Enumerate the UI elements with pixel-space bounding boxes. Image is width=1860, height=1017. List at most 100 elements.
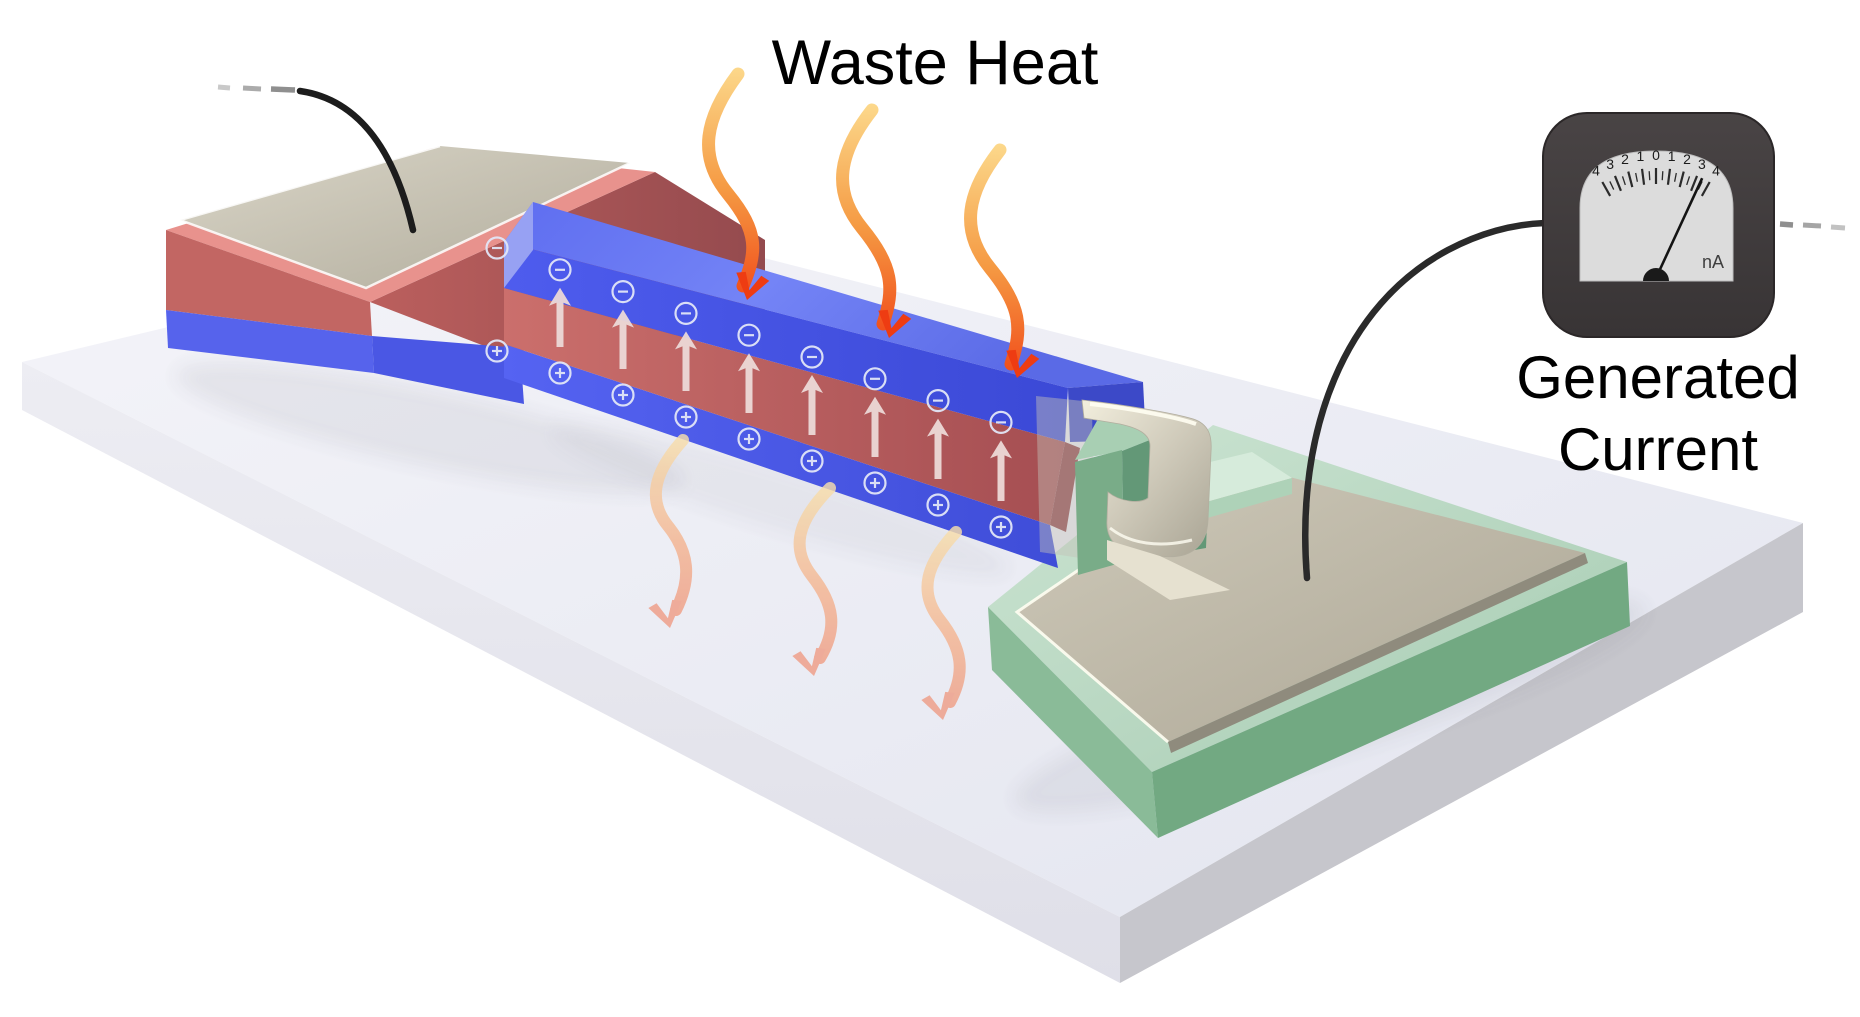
generated-current-line1: Generated xyxy=(1516,344,1800,411)
pad-front-right-face xyxy=(1152,562,1630,838)
charge-negative-circle xyxy=(989,410,1013,434)
wire-left-dash-2 xyxy=(242,85,262,92)
active-layer-front xyxy=(504,288,1065,525)
charge-negative-circle xyxy=(926,389,950,413)
generated-current-label: Generated Current xyxy=(1516,342,1800,486)
charge-positive-icon xyxy=(674,405,698,429)
polarization-up-arrow xyxy=(738,353,760,413)
charge-negative-circle xyxy=(674,301,698,325)
active-beam xyxy=(504,202,1146,568)
charge-positive-circle xyxy=(548,361,572,385)
meter-major-tick xyxy=(1666,168,1672,185)
meter-major-tick xyxy=(1613,175,1622,192)
left-plate-specular-edge xyxy=(175,144,631,290)
charge-negative-icon xyxy=(989,410,1013,434)
charge-positive-circle xyxy=(674,405,698,429)
charge-negative-circle xyxy=(863,367,887,391)
transmitted-heat-arrowhead-icon xyxy=(648,599,682,628)
waste-heat-wave xyxy=(702,67,760,293)
waste-heat-wave xyxy=(964,143,1025,371)
meter-needle xyxy=(1654,177,1704,279)
meter-scale-number: 1 xyxy=(1668,148,1676,164)
wire-right xyxy=(1302,219,1846,582)
meter-minor-tick xyxy=(1661,171,1664,181)
meter-major-tick xyxy=(1690,175,1699,192)
charge-positive-circle xyxy=(863,471,887,495)
meter-major-tick xyxy=(1678,171,1685,188)
wire-right-dash-3 xyxy=(1830,224,1846,231)
transmitted-heat-wave xyxy=(793,482,838,664)
waste-heat-arrowhead-icon xyxy=(878,309,912,338)
charge-negative-icon xyxy=(863,367,887,391)
top-electrode-top-face xyxy=(504,202,1143,388)
pad-tray-front xyxy=(1185,478,1292,524)
charge-positive-icon xyxy=(800,449,824,473)
waste-heat-arrowhead-icon xyxy=(1006,349,1040,378)
waste-heat-title: Waste Heat xyxy=(771,28,1099,98)
charge-negative-circle xyxy=(485,236,509,260)
active-layer-end-face xyxy=(1050,442,1080,532)
meter-scale-number: 1 xyxy=(1636,148,1644,164)
polarization-up-arrow xyxy=(801,375,823,435)
meter-minor-tick xyxy=(1609,181,1615,190)
polarization-up-arrow xyxy=(549,287,571,347)
generated-current-line2: Current xyxy=(1557,416,1759,483)
transmitted-heat-arrow xyxy=(921,526,966,720)
wire-left-cable xyxy=(296,87,417,234)
charge-positive-icon xyxy=(989,515,1013,539)
meter-scale-number: 2 xyxy=(1621,151,1629,167)
meter-minor-tick xyxy=(1621,176,1626,186)
charge-positive-icon xyxy=(611,383,635,407)
meter-major-tick xyxy=(1627,171,1634,188)
meter-scale-number: 3 xyxy=(1698,156,1706,172)
charge-negative-icon xyxy=(800,345,824,369)
charge-positive-icon xyxy=(926,493,950,517)
polarization-arrows xyxy=(549,287,1012,501)
charge-positive-icon xyxy=(548,361,572,385)
substrate-front-left-face xyxy=(22,362,1120,983)
charge-positive-icon xyxy=(737,427,761,451)
charge-negative-icon xyxy=(926,389,950,413)
charge-plus-row xyxy=(485,339,1013,539)
transmitted-heat-arrows xyxy=(648,434,966,720)
meter-minor-tick xyxy=(1635,172,1639,182)
top-electrode-front-face xyxy=(504,242,1068,442)
charge-positive-icon xyxy=(485,339,509,363)
charge-negative-icon xyxy=(485,236,509,260)
charge-positive-circle xyxy=(485,339,509,363)
transmitted-heat-wave xyxy=(921,526,966,708)
wire-right-dash-2 xyxy=(1802,222,1822,229)
shadow-left-block xyxy=(175,362,685,494)
polarization-up-arrow xyxy=(864,396,886,457)
polarization-up-arrow xyxy=(990,440,1012,501)
meter-minor-tick xyxy=(1673,172,1677,182)
transmitted-heat-arrowhead-icon xyxy=(792,647,826,676)
charge-negative-icon xyxy=(674,301,698,325)
meter-scale-number: 2 xyxy=(1683,151,1691,167)
foil-highlight-bottom xyxy=(1109,526,1193,546)
charge-positive-circle xyxy=(989,515,1013,539)
charge-negative-icon xyxy=(611,280,635,304)
charge-negative-icon xyxy=(548,258,572,282)
waste-heat-wave xyxy=(836,103,897,331)
meter-needle-pivot xyxy=(1643,268,1669,281)
wire-left-dash-3 xyxy=(270,86,296,93)
transmitted-heat-arrow xyxy=(648,434,693,628)
meter-scale-number: 4 xyxy=(1592,163,1600,179)
charge-positive-circle xyxy=(611,383,635,407)
bottom-electrode-strip xyxy=(504,344,1058,568)
charge-positive-circle xyxy=(737,427,761,451)
wire-left-dash-1 xyxy=(217,84,231,91)
meter-scale-number: 3 xyxy=(1606,156,1614,172)
foil-highlight-top xyxy=(1089,402,1197,426)
wire-right-dash-1 xyxy=(1779,221,1794,228)
polarization-up-arrow xyxy=(675,331,697,391)
charge-positive-circle xyxy=(926,493,950,517)
meter-minor-tick xyxy=(1648,171,1651,181)
meter-unit: nA xyxy=(1702,252,1724,272)
waste-heat-arrows xyxy=(702,67,1040,378)
transmitted-heat-wave xyxy=(649,434,693,616)
left-block-metal-plate xyxy=(180,146,630,288)
